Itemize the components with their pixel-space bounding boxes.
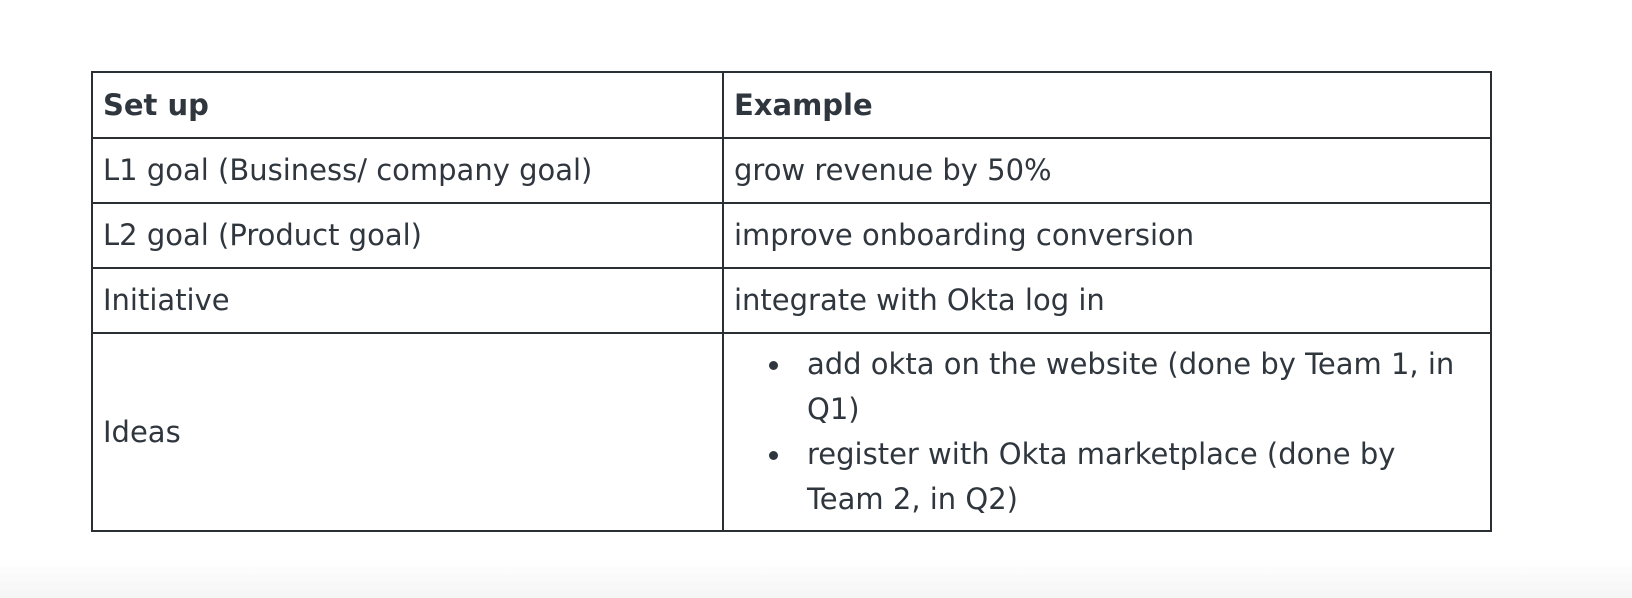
row-initiative-example: integrate with Okta log in	[722, 267, 1492, 334]
row-ideas-example: add okta on the website (done by Team 1,…	[722, 332, 1492, 532]
row-l2-example: improve onboarding conversion	[722, 202, 1492, 269]
ideas-list: add okta on the website (done by Team 1,…	[734, 342, 1480, 522]
list-item: register with Okta marketplace (done by …	[769, 432, 1480, 522]
table-row: L2 goal (Product goal) improve onboardin…	[91, 202, 1492, 269]
table-header-row: Set up Example	[91, 71, 1492, 139]
row-l2-setup: L2 goal (Product goal)	[91, 202, 724, 269]
okr-setup-table: Set up Example L1 goal (Business/ compan…	[91, 71, 1492, 532]
row-l1-setup: L1 goal (Business/ company goal)	[91, 137, 724, 204]
header-setup: Set up	[91, 71, 724, 139]
table-row: L1 goal (Business/ company goal) grow re…	[91, 137, 1492, 204]
bullet-icon	[769, 451, 778, 460]
idea-text: add okta on the website (done by Team 1,…	[807, 347, 1455, 426]
table-row: Initiative integrate with Okta log in	[91, 267, 1492, 334]
row-initiative-setup: Initiative	[91, 267, 724, 334]
idea-text: register with Okta marketplace (done by …	[807, 437, 1396, 516]
row-l1-example: grow revenue by 50%	[722, 137, 1492, 204]
list-item: add okta on the website (done by Team 1,…	[769, 342, 1480, 432]
bullet-icon	[769, 361, 778, 370]
page-bottom-shadow	[0, 558, 1632, 598]
row-ideas-setup: Ideas	[91, 332, 724, 532]
header-example: Example	[722, 71, 1492, 139]
table-row: Ideas add okta on the website (done by T…	[91, 332, 1492, 532]
